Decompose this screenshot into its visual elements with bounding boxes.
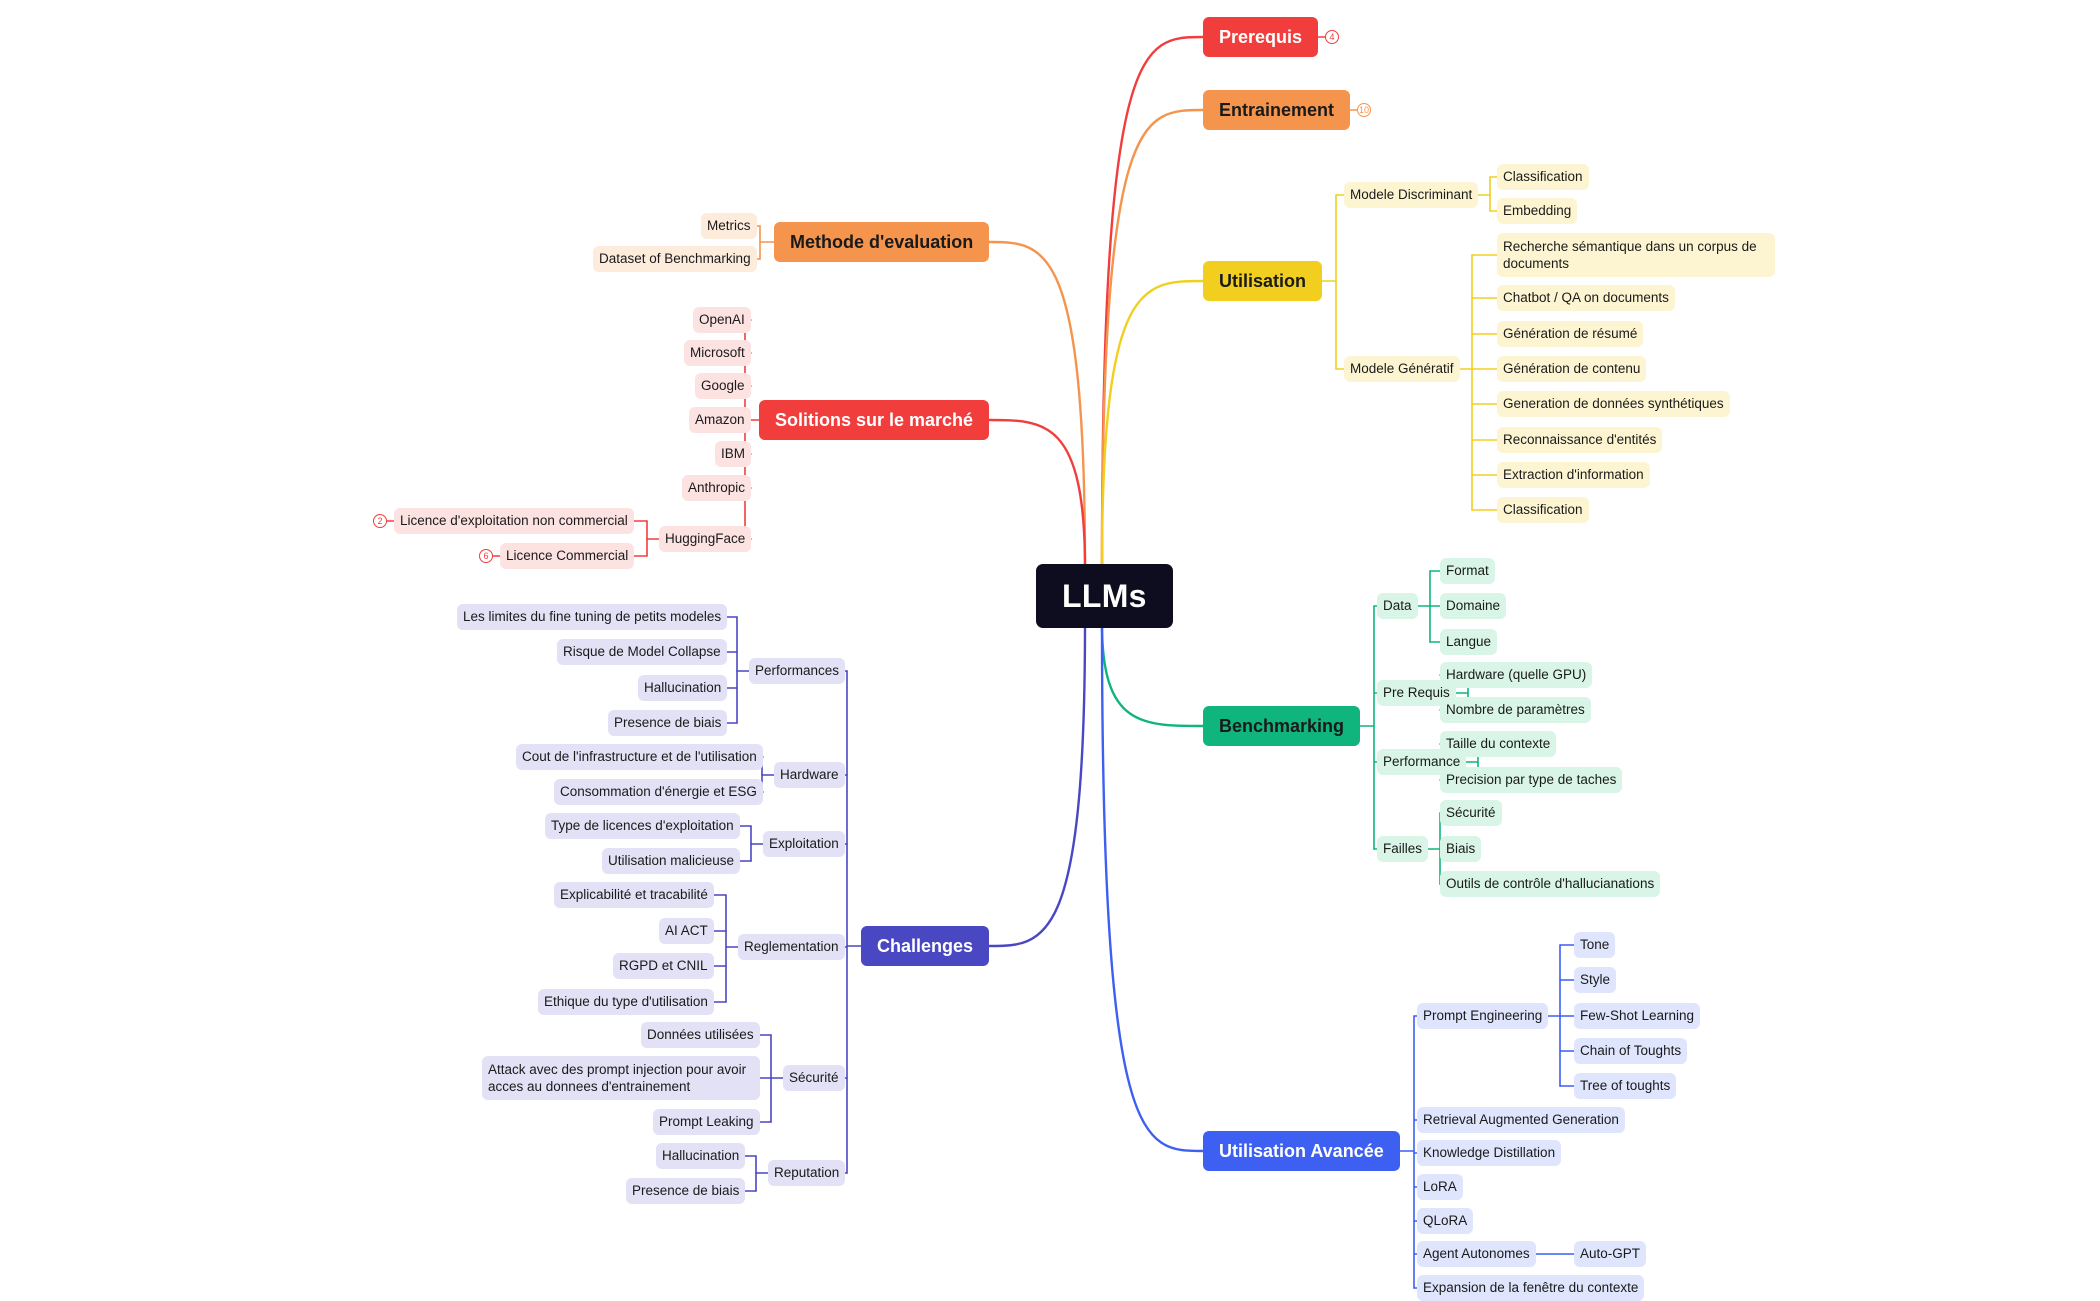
branch-solitions-sur-le-marche-connector (987, 418, 1087, 570)
branch-prerequis-connector (1100, 35, 1205, 570)
leaf-generation-de-contenu[interactable]: Génération de contenu (1497, 356, 1647, 382)
node-modele-generatif[interactable]: Modele Génératif (1344, 356, 1460, 382)
branch-utilisation-connector (1100, 279, 1205, 570)
node-retrieval-augmented-generation[interactable]: Retrieval Augmented Generation (1417, 1107, 1625, 1133)
leaf-tree-of-toughts[interactable]: Tree of toughts (1574, 1073, 1677, 1099)
node-data[interactable]: Data (1377, 593, 1418, 619)
branch-challenges[interactable]: Challenges (861, 926, 990, 966)
leaf-auto-gpt[interactable]: Auto-GPT (1574, 1241, 1647, 1267)
leaf-chain-of-toughts[interactable]: Chain of Toughts (1574, 1038, 1688, 1064)
leaf-donnees-utilisees[interactable]: Données utilisées (641, 1022, 760, 1048)
node-lora[interactable]: LoRA (1417, 1174, 1463, 1200)
branch-methode-d-evaluation-connector (987, 240, 1087, 570)
leaf-cout-de-l-infrastructure-et-de-l-utilisation[interactable]: Cout de l'infrastructure et de l'utilisa… (516, 744, 763, 770)
leaf-classification[interactable]: Classification (1497, 497, 1589, 523)
leaf-presence-de-biais[interactable]: Presence de biais (626, 1178, 746, 1204)
leaf-style[interactable]: Style (1574, 967, 1617, 993)
leaf-licence-d-exploitation-non-commercial[interactable]: Licence d'exploitation non commercial (394, 508, 634, 534)
root-node-llms[interactable]: LLMs (1036, 564, 1173, 628)
branch-utilisation[interactable]: Utilisation (1203, 261, 1323, 301)
branch-entrainement-count-badge[interactable]: 10 (1357, 103, 1371, 117)
leaf-precision-par-type-de-taches[interactable]: Precision par type de taches (1440, 767, 1623, 793)
leaf-risque-de-model-collapse[interactable]: Risque de Model Collapse (557, 639, 727, 665)
leaf-hallucination[interactable]: Hallucination (638, 675, 728, 701)
branch-methode-d-evaluation[interactable]: Methode d'evaluation (774, 222, 990, 262)
branch-entrainement[interactable]: Entrainement (1203, 90, 1351, 130)
node-knowledge-distillation[interactable]: Knowledge Distillation (1417, 1140, 1562, 1166)
node-amazon[interactable]: Amazon (689, 407, 751, 433)
node-reglementation[interactable]: Reglementation (738, 934, 845, 960)
node-hardware[interactable]: Hardware (774, 762, 845, 788)
leaf-biais[interactable]: Biais (1440, 836, 1482, 862)
leaf-les-limites-du-fine-tuning-de-petits-modeles[interactable]: Les limites du fine tuning de petits mod… (457, 604, 728, 630)
leaf-tone[interactable]: Tone (1574, 932, 1616, 958)
leaf-taille-du-contexte[interactable]: Taille du contexte (1440, 731, 1557, 757)
leaf-chatbot-qa-on-documents[interactable]: Chatbot / QA on documents (1497, 285, 1675, 311)
branch-benchmarking[interactable]: Benchmarking (1203, 706, 1361, 746)
node-anthropic[interactable]: Anthropic (682, 475, 752, 501)
leaf-langue[interactable]: Langue (1440, 629, 1498, 655)
branch-entrainement-connector (1100, 108, 1205, 570)
node-performances[interactable]: Performances (749, 658, 846, 684)
branch-utilisation-avancee-connector (1100, 622, 1205, 1153)
leaf-format[interactable]: Format (1440, 558, 1495, 584)
node-expansion-de-la-fenetre-du-contexte[interactable]: Expansion de la fenêtre du contexte (1417, 1275, 1645, 1301)
leaf-attack-avec-des-prompt-injection-pour-avoir-acces-au-donnees-d-entrainement[interactable]: Attack avec des prompt injection pour av… (482, 1056, 760, 1100)
node-qlora[interactable]: QLoRA (1417, 1208, 1474, 1234)
node-modele-discriminant[interactable]: Modele Discriminant (1344, 182, 1479, 208)
leaf-ai-act[interactable]: AI ACT (659, 918, 714, 944)
leaf-extraction-d-information[interactable]: Extraction d'information (1497, 462, 1650, 488)
node-agent-autonomes[interactable]: Agent Autonomes (1417, 1241, 1536, 1267)
leaf-generation-de-resume[interactable]: Génération de résumé (1497, 321, 1644, 347)
leaf-few-shot-learning[interactable]: Few-Shot Learning (1574, 1003, 1701, 1029)
node-openai[interactable]: OpenAI (693, 307, 751, 333)
leaf-hallucination[interactable]: Hallucination (656, 1143, 746, 1169)
branch-utilisation-avancee[interactable]: Utilisation Avancée (1203, 1131, 1400, 1171)
node-microsoft[interactable]: Microsoft (684, 340, 751, 366)
leaf-consommation-d-energie-et-esg[interactable]: Consommation d'énergie et ESG (554, 779, 763, 805)
leaf-ethique-du-type-d-utilisation[interactable]: Ethique du type d'utilisation (538, 989, 714, 1015)
leaf-generation-de-donnees-synthetiques[interactable]: Generation de données synthétiques (1497, 391, 1730, 417)
node-reputation[interactable]: Reputation (768, 1160, 846, 1186)
node-huggingface[interactable]: HuggingFace (659, 526, 752, 552)
leaf-recherche-semantique-dans-un-corpus-de-documents[interactable]: Recherche sémantique dans un corpus de d… (1497, 233, 1775, 277)
leaf-explicabilite-et-tracabilite[interactable]: Explicabilité et tracabilité (554, 882, 714, 908)
leaf-outils-de-controle-d-hallucianations[interactable]: Outils de contrôle d'hallucianations (1440, 871, 1661, 897)
node-google[interactable]: Google (695, 373, 751, 399)
leaf-hardware-quelle-gpu[interactable]: Hardware (quelle GPU) (1440, 662, 1593, 688)
leaf-licence-commercial-count-badge[interactable]: 6 (479, 549, 493, 563)
leaf-licence-d-exploitation-non-commercial-count-badge[interactable]: 2 (373, 514, 387, 528)
leaf-type-de-licences-d-exploitation[interactable]: Type de licences d'exploitation (545, 813, 740, 839)
leaf-rgpd-et-cnil[interactable]: RGPD et CNIL (613, 953, 714, 979)
node-prompt-engineering[interactable]: Prompt Engineering (1417, 1003, 1549, 1029)
leaf-classification[interactable]: Classification (1497, 164, 1589, 190)
leaf-utilisation-malicieuse[interactable]: Utilisation malicieuse (602, 848, 741, 874)
node-failles[interactable]: Failles (1377, 836, 1429, 862)
node-dataset-of-benchmarking[interactable]: Dataset of Benchmarking (593, 246, 757, 272)
leaf-embedding[interactable]: Embedding (1497, 198, 1578, 224)
leaf-domaine[interactable]: Domaine (1440, 593, 1507, 619)
branch-benchmarking-connector (1100, 622, 1205, 728)
node-exploitation[interactable]: Exploitation (763, 831, 845, 857)
node-securite[interactable]: Sécurité (783, 1065, 845, 1091)
leaf-licence-commercial[interactable]: Licence Commercial (500, 543, 635, 569)
branch-solitions-sur-le-marche[interactable]: Solitions sur le marché (759, 400, 990, 440)
branch-prerequis-count-badge[interactable]: 4 (1325, 30, 1339, 44)
branch-prerequis[interactable]: Prerequis (1203, 17, 1319, 57)
leaf-nombre-de-parametres[interactable]: Nombre de paramètres (1440, 697, 1591, 723)
node-metrics[interactable]: Metrics (701, 213, 757, 239)
branch-challenges-connector (987, 622, 1087, 948)
node-ibm[interactable]: IBM (715, 441, 752, 467)
leaf-securite[interactable]: Sécurité (1440, 800, 1502, 826)
leaf-prompt-leaking[interactable]: Prompt Leaking (653, 1109, 760, 1135)
leaf-reconnaissance-d-entites[interactable]: Reconnaissance d'entités (1497, 427, 1663, 453)
leaf-presence-de-biais[interactable]: Presence de biais (608, 710, 728, 736)
